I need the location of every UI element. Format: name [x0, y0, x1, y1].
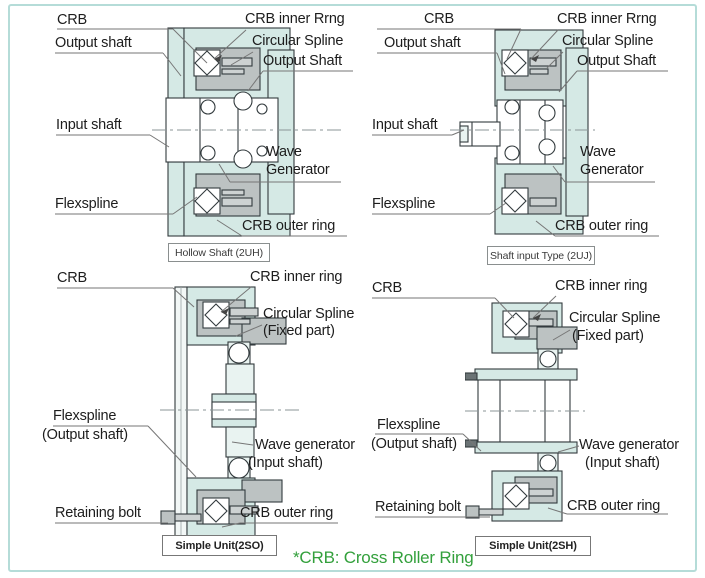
- label-crb-outer: CRB outer ring: [567, 498, 661, 514]
- label-flexspline-line2: (Output shaft): [42, 427, 128, 443]
- label-retaining-bolt: Retaining bolt: [55, 505, 141, 521]
- label-wave-generator-line1: Wave generator: [579, 437, 679, 453]
- label-input-shaft: Input shaft: [56, 117, 122, 133]
- label-crb-outer: CRB outer ring: [555, 218, 649, 234]
- frame-border: [8, 4, 697, 572]
- label-wave-generator-line1: Wave: [266, 144, 302, 160]
- caption-shaft-input-2uj: Shaft input Type (2UJ): [487, 246, 595, 265]
- label-flexspline-line2: (Output shaft): [371, 436, 457, 452]
- label-wave-generator-line1: Wave generator: [255, 437, 355, 453]
- drawing-hollow-shaft-2uh: [152, 27, 343, 237]
- label-flexspline: Flexspline: [55, 196, 119, 212]
- caption-hollow-shaft-2uh: Hollow Shaft (2UH): [168, 243, 270, 262]
- label-flexspline-line1: Flexspline: [53, 408, 117, 424]
- crb-footnote: *CRB: Cross Roller Ring: [293, 548, 474, 567]
- label-crb: CRB: [372, 280, 403, 296]
- label-circular-spline-line1: Circular Spline: [569, 310, 661, 326]
- drawing-shaft-input-2uj: [450, 29, 595, 235]
- label-crb-inner: CRB inner Rrng: [557, 11, 657, 27]
- label-circular-spline: Circular Spline: [252, 33, 344, 49]
- label-wave-generator-line2: (Input shaft): [585, 455, 660, 471]
- label-output-shaft: Output shaft: [55, 35, 132, 51]
- label-flexspline: Flexspline: [372, 196, 436, 212]
- label-circular-spline-line2: (Fixed part): [572, 328, 644, 344]
- label-crb: CRB: [424, 11, 455, 27]
- label-crb-outer: CRB outer ring: [240, 505, 334, 521]
- label-crb-inner: CRB inner Rrng: [245, 11, 345, 27]
- label-wave-generator-line1: Wave: [580, 144, 616, 160]
- label-circular-spline-line1: Circular Spline: [263, 306, 355, 322]
- label-crb: CRB: [57, 12, 88, 28]
- label-wave-generator-line2: Generator: [266, 162, 330, 178]
- caption-simple-unit-2so: Simple Unit(2SO): [162, 535, 277, 556]
- drawing-simple-unit-2so: [160, 286, 300, 538]
- label-input-shaft: Input shaft: [372, 117, 438, 133]
- caption-simple-unit-2sh: Simple Unit(2SH): [475, 536, 591, 556]
- label-retaining-bolt: Retaining bolt: [375, 499, 461, 515]
- label-output-shaft-right: Output Shaft: [577, 53, 657, 69]
- label-crb-inner: CRB inner ring: [555, 278, 648, 294]
- label-crb-outer: CRB outer ring: [242, 218, 336, 234]
- label-output-shaft: Output shaft: [384, 35, 461, 51]
- label-circular-spline: Circular Spline: [562, 33, 654, 49]
- label-flexspline-line1: Flexspline: [377, 417, 441, 433]
- label-wave-generator-line2: (Input shaft): [248, 455, 323, 471]
- label-crb: CRB: [57, 270, 88, 286]
- label-wave-generator-line2: Generator: [580, 162, 644, 178]
- label-circular-spline-line2: (Fixed part): [263, 323, 335, 339]
- drawing-simple-unit-2sh: [465, 302, 585, 522]
- label-crb-inner: CRB inner ring: [250, 269, 343, 285]
- label-output-shaft-right: Output Shaft: [263, 53, 343, 69]
